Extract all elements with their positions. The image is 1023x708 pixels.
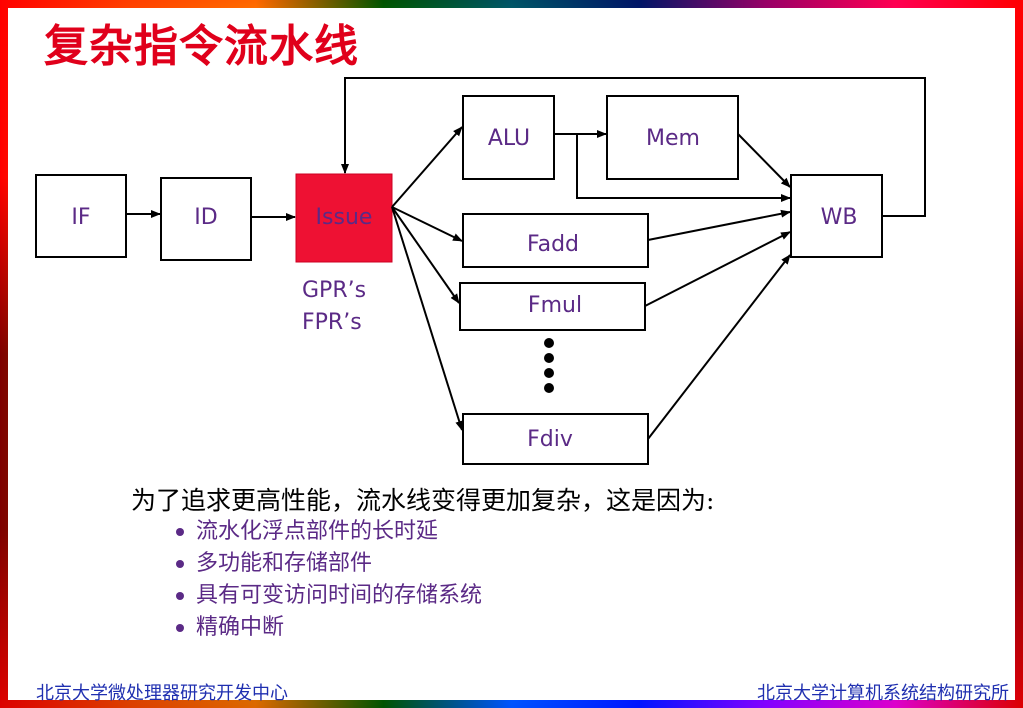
stage-fdiv-label: Fdiv xyxy=(527,427,573,452)
stage-id-label: ID xyxy=(194,205,217,230)
stage-issue-label: Issue xyxy=(316,205,373,230)
list-item: 多功能和存储部件 xyxy=(176,548,482,580)
arrow-issue-fmul xyxy=(391,206,460,304)
gpr-label: GPR’s xyxy=(302,278,367,303)
bullet-text: 具有可变访问时间的存储系统 xyxy=(196,583,483,608)
bullet-dot-icon xyxy=(176,624,184,632)
arrow-mem-wb xyxy=(737,133,791,188)
arrow-issue-fdiv xyxy=(391,206,464,431)
stage-if-label: IF xyxy=(71,205,90,230)
list-item: 流水化浮点部件的长时延 xyxy=(176,516,482,548)
stage-if: IF xyxy=(35,174,127,258)
stage-issue: Issue xyxy=(295,173,393,263)
arrow-issue-alu xyxy=(391,126,463,208)
stage-wb: WB xyxy=(790,174,883,258)
stage-wb-label: WB xyxy=(821,205,858,230)
list-item: 精确中断 xyxy=(176,612,482,644)
fpr-label: FPR’s xyxy=(302,310,362,335)
stage-fmul: Fmul xyxy=(459,282,646,331)
bullet-text: 流水化浮点部件的长时延 xyxy=(196,519,439,544)
arrow-wb-issue-feedback xyxy=(341,77,926,217)
bullet-dot-icon xyxy=(176,560,184,568)
bullet-text: 多功能和存储部件 xyxy=(196,551,373,576)
more-units-ellipsis xyxy=(544,338,554,393)
stage-fadd: Fadd xyxy=(462,213,649,268)
stage-fdiv: Fdiv xyxy=(462,413,649,465)
stage-fadd-label: Fadd xyxy=(527,232,579,257)
arrow-issue-fadd xyxy=(391,206,463,242)
bullet-text: 精确中断 xyxy=(196,615,285,640)
lead-text: 为了追求更高性能，流水线变得更加复杂，这是因为: xyxy=(131,486,715,515)
footer-left: 北京大学微处理器研究开发中心 xyxy=(36,683,288,704)
bullet-dot-icon xyxy=(176,528,184,536)
stage-alu-label: ALU xyxy=(488,126,530,151)
footer-right: 北京大学计算机系统结构研究所 xyxy=(757,683,1009,704)
slide-title: 复杂指令流水线 xyxy=(44,21,359,72)
bullet-dot-icon xyxy=(176,592,184,600)
stage-id: ID xyxy=(160,177,252,261)
reason-list: 流水化浮点部件的长时延 多功能和存储部件 具有可变访问时间的存储系统 精确中断 xyxy=(176,516,482,644)
arrow-fadd-wb xyxy=(647,209,791,241)
list-item: 具有可变访问时间的存储系统 xyxy=(176,580,482,612)
arrow-alu-wb-bypass xyxy=(576,134,791,202)
arrow-fdiv-wb xyxy=(647,254,791,440)
stage-fmul-label: Fmul xyxy=(528,293,582,318)
arrow-fmul-wb xyxy=(644,231,791,307)
stage-mem-label: Mem xyxy=(646,126,700,151)
register-files: GPR’s FPR’s xyxy=(302,275,366,339)
stage-mem: Mem xyxy=(606,95,739,180)
stage-alu: ALU xyxy=(462,95,555,180)
